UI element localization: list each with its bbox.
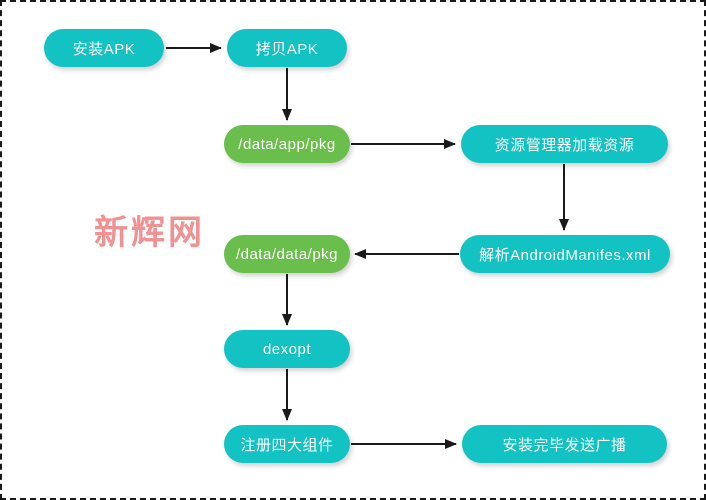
flow-node-parse-manifest: 解析AndroidManifes.xml	[460, 235, 670, 273]
watermark: 新辉网	[94, 213, 205, 253]
flow-node-copy-apk: 拷贝APK	[227, 29, 347, 67]
flow-node-data-data-pkg: /data/data/pkg	[224, 235, 350, 273]
flow-node-install-apk: 安装APK	[44, 29, 164, 67]
flow-node-register-components: 注册四大组件	[224, 425, 350, 463]
flow-node-label: 注册四大组件	[240, 436, 334, 454]
flow-node-broadcast-complete: 安装完毕发送广播	[462, 425, 667, 463]
flow-node-label: 安装APK	[72, 40, 136, 58]
flow-node-label: 安装完毕发送广播	[502, 436, 627, 454]
flow-node-data-app-pkg: /data/app/pkg	[224, 125, 350, 163]
flow-node-label: 资源管理器加载资源	[494, 136, 635, 154]
flow-node-label: dexopt	[262, 340, 312, 358]
flow-node-label: /data/data/pkg	[235, 245, 339, 263]
flow-node-resource-manager-load: 资源管理器加载资源	[461, 125, 668, 163]
flow-node-label: /data/app/pkg	[238, 135, 336, 153]
flow-node-label: 拷贝APK	[255, 40, 319, 58]
flow-node-dexopt: dexopt	[224, 330, 350, 368]
flow-node-label: 解析AndroidManifes.xml	[479, 246, 651, 264]
